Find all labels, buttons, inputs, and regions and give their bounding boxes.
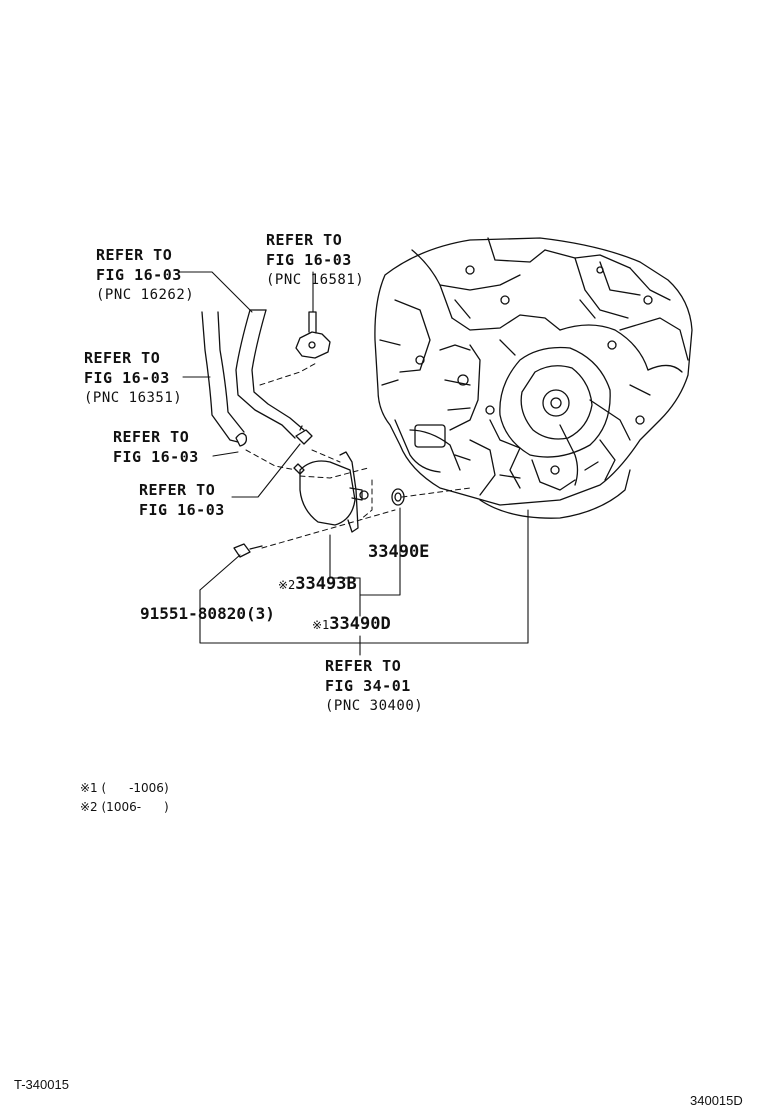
part-number-91551: 91551-80820(3)	[140, 604, 275, 624]
pnc-ref-text: (PNC 16262)	[96, 287, 195, 303]
refer-to-label-30400: REFER TO FIG 34-01 (PNC 30400)	[325, 656, 423, 716]
refer-to-text: REFER TO	[266, 231, 343, 249]
part-number-text: 33490D	[329, 614, 391, 634]
refer-to-label-16262: REFER TO FIG 16-03 (PNC 16262)	[96, 245, 194, 305]
alignment-dashes	[245, 361, 471, 549]
figure-ref-text: FIG 16-03	[84, 369, 170, 387]
part-number-text: 33493B	[295, 574, 357, 594]
refer-to-text: REFER TO	[325, 657, 402, 675]
figure-ref-text: FIG 16-03	[266, 251, 352, 269]
refer-to-text: REFER TO	[113, 428, 190, 446]
refer-to-label-16581: REFER TO FIG 16-03 (PNC 16581)	[266, 230, 364, 290]
part-number-text: 33490E	[368, 542, 430, 562]
applicability-mark: ※2	[278, 578, 296, 592]
illustration-code-left: T-340015	[14, 1077, 69, 1092]
figure-ref-text: FIG 16-03	[96, 266, 182, 284]
figure-ref-text: FIG 34-01	[325, 677, 411, 695]
transaxle-assembly	[374, 237, 693, 519]
part-number-33493b: ※233493B	[278, 574, 357, 595]
refer-to-text: REFER TO	[96, 246, 173, 264]
cooler-hose-upper	[235, 309, 305, 439]
pnc-ref-text: (PNC 16351)	[84, 390, 183, 406]
part-number-33490d: ※133490D	[312, 614, 391, 635]
illustration-code-right: 340015D	[690, 1093, 743, 1108]
refer-to-label-16351: REFER TO FIG 16-03 (PNC 16351)	[84, 348, 182, 408]
refer-to-label-hose: REFER TO FIG 16-03	[139, 480, 225, 520]
applicability-mark: ※1	[312, 618, 330, 632]
leader-lines	[179, 271, 529, 656]
part-number-33490e: 33490E	[368, 542, 429, 562]
figure-ref-text: FIG 16-03	[113, 448, 199, 466]
part-number-text: 91551-80820(3)	[140, 604, 275, 623]
figure-ref-text: FIG 16-03	[139, 501, 225, 519]
fitting-bracket	[295, 311, 331, 359]
oil-cooler	[293, 451, 369, 533]
footnote-2: ※2 (1006- )	[80, 800, 169, 814]
pnc-ref-text: (PNC 30400)	[325, 698, 424, 714]
refer-to-text: REFER TO	[84, 349, 161, 367]
refer-to-text: REFER TO	[139, 481, 216, 499]
pnc-ref-text: (PNC 16581)	[266, 272, 365, 288]
footnote-1: ※1 ( -1006)	[80, 781, 169, 795]
hose-clamp	[295, 425, 313, 445]
refer-to-label-clamp: REFER TO FIG 16-03	[113, 427, 199, 467]
cooler-hose-left	[201, 311, 248, 447]
bolt-91551	[233, 543, 263, 558]
